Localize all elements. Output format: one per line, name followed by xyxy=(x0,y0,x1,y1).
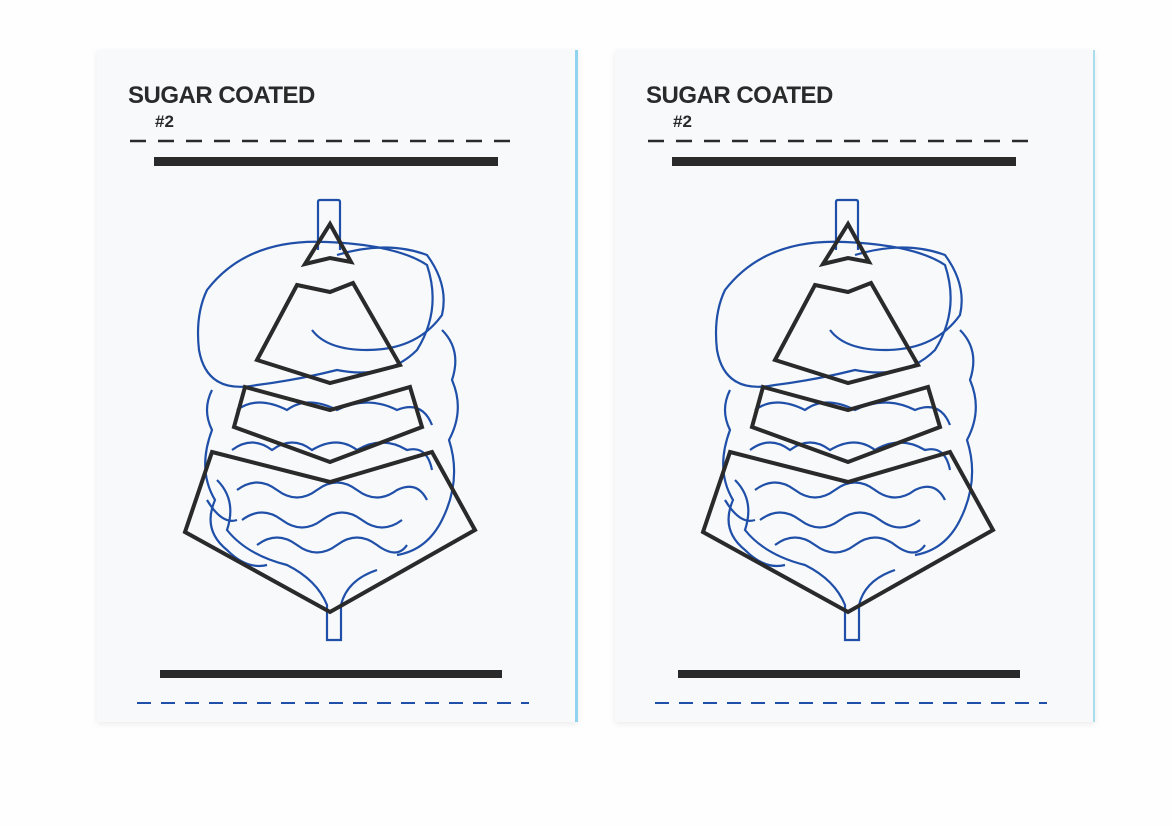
top-bar xyxy=(154,157,498,166)
zine-cover-right: SUGAR COATED #2 xyxy=(615,50,1095,722)
digestive-system-illustration xyxy=(130,139,529,704)
zine-title: SUGAR COATED xyxy=(128,82,315,109)
top-bar xyxy=(672,157,1016,166)
bottom-bar xyxy=(678,670,1020,678)
pyramid-shapes-black xyxy=(700,220,996,615)
bottom-bar xyxy=(160,670,502,678)
digestive-system-illustration xyxy=(648,139,1047,704)
zine-issue-number: #2 xyxy=(673,112,692,131)
zine-title: SUGAR COATED xyxy=(646,82,833,109)
zine-issue-number: #2 xyxy=(155,112,174,131)
zine-cover-left: SUGAR COATED #2 xyxy=(97,50,578,722)
organs-blue xyxy=(196,198,459,642)
pyramid-shapes-black xyxy=(182,220,478,615)
